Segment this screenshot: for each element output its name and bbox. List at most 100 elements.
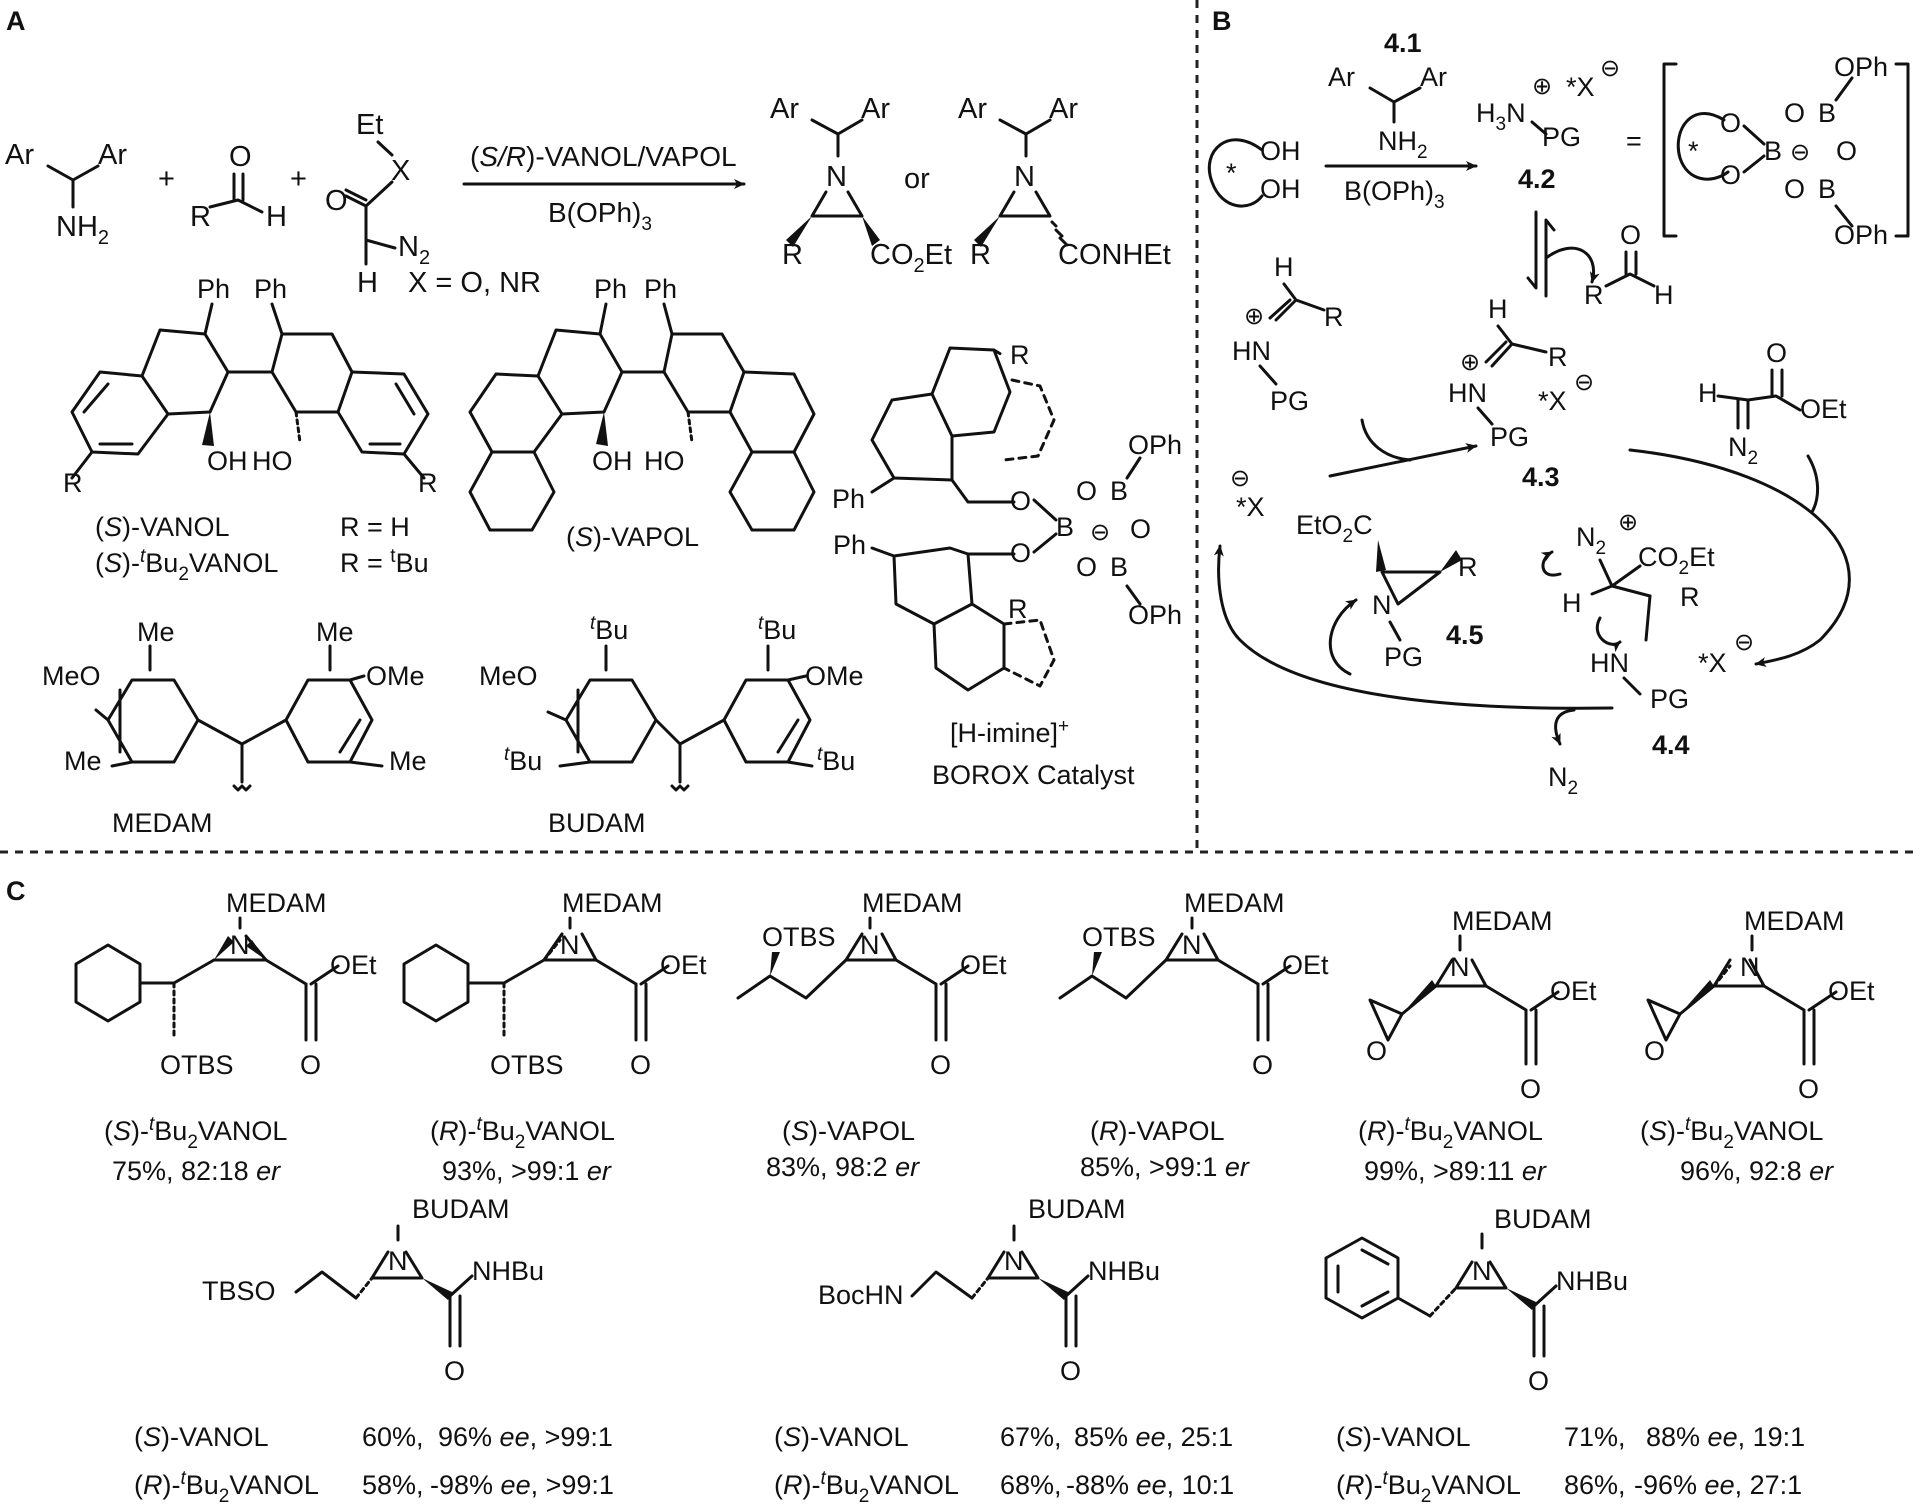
c6-oet: OEt [1828, 976, 1875, 1006]
c8-pg: BUDAM [1028, 1194, 1126, 1224]
borate-minus: ⊖ [1790, 139, 1810, 166]
arrow-conditions-bottom: B(OPh)3 [548, 197, 652, 235]
product-aziridine-amide: Ar Ar N R CONHEt [958, 93, 1171, 271]
panel-label-b: B [1212, 6, 1232, 36]
iminium-free-h: H [1274, 252, 1294, 282]
edz-n2: N2 [1728, 432, 1758, 469]
reagent-nh2: NH2 [1378, 126, 1428, 163]
product1-ar-2: Ar [861, 93, 890, 125]
arrow-diazo-join [1806, 454, 1819, 514]
c6-n: N [1740, 952, 1760, 982]
int-pg: PG [1650, 684, 1689, 714]
product2-amide: CONHEt [1058, 239, 1171, 271]
borox-o-5: O [1076, 552, 1097, 582]
c3-otbs: OTBS [762, 922, 836, 952]
product-aziridine-ester: Ar Ar N R CO2Et [770, 93, 952, 277]
iminium-ion-pair-4-3: H R ⊕ HN PG *X ⊖ 4.3 [1448, 294, 1594, 492]
free-anion: ⊖ *X [1230, 465, 1265, 522]
borox-o-2: O [1010, 538, 1031, 568]
borox-label: BOROX Catalyst [932, 760, 1135, 790]
borox-ph-1: Ph [832, 484, 865, 514]
borox-o-3: O [1076, 476, 1097, 506]
c5-catalyst: (R)-tBu2VANOL [1358, 1114, 1543, 1153]
c2-oet: OEt [660, 950, 707, 980]
panel-c: C MEDAM N OEt O OTBS (S)-tBu2VANOL 75%, … [6, 876, 1875, 1507]
salt-h3n: H3N [1476, 98, 1526, 135]
b-aldehyde-h: H [1654, 280, 1674, 310]
c8-substituent: BocHN [818, 1280, 904, 1310]
salt-minus: ⊖ [1600, 55, 1620, 82]
arrow-n2-release [1551, 708, 1576, 746]
c5-result: 99%, >89:11 er [1364, 1156, 1547, 1186]
int-h: H [1562, 588, 1582, 618]
c1-n: N [230, 930, 250, 960]
c4-oet: OEt [1282, 950, 1329, 980]
compound-c4: OTBS MEDAM N OEt O (R)-VAPOL 85%, >99:1 … [1058, 888, 1329, 1182]
diol-oh-2: OH [1260, 174, 1301, 204]
c8-nhbu: NHBu [1088, 1256, 1160, 1286]
c4-n: N [1182, 930, 1202, 960]
c9-nhbu: NHBu [1556, 1266, 1628, 1296]
product1-r: R [782, 239, 803, 271]
c2-o: O [630, 1050, 651, 1080]
c3-n: N [860, 930, 880, 960]
vapol-ph-1: Ph [594, 274, 627, 304]
medam-me-2: Me [316, 617, 354, 647]
borox-b-3: B [1110, 552, 1128, 582]
budam-meo: MeO [479, 661, 538, 691]
borate-o-1: O [1720, 108, 1741, 138]
compound-c2: MEDAM N OEt O OTBS (R)-tBu2VANOL 93%, >9… [402, 888, 707, 1186]
panel-b-aldehyde: O R H [1584, 220, 1674, 310]
c3-result: 83%, 98:2 er [766, 1152, 920, 1182]
diazo-et: Et [356, 109, 383, 141]
ion-pair-r: R [1548, 342, 1568, 372]
diazo-h: H [357, 267, 378, 299]
c7-nhbu: NHBu [472, 1256, 544, 1286]
c1-pg: MEDAM [226, 888, 327, 918]
c7-o: O [444, 1356, 465, 1386]
vanol-oh: OH [207, 446, 248, 476]
compound-c1: MEDAM N OEt O OTBS (S)-tBu2VANOL 75%, 82… [74, 888, 377, 1186]
budam-tbu-1: tBu [590, 613, 628, 645]
c6-o: O [1798, 1074, 1819, 1104]
int-plus: ⊕ [1618, 509, 1638, 536]
ion-pair-x: *X [1538, 386, 1567, 416]
int-ester: CO2Et [1638, 542, 1715, 579]
c4-catalyst: (R)-VAPOL [1090, 1116, 1225, 1146]
budam-structure: tBu tBu MeO OMe tBu tBu BUDAM [479, 613, 864, 838]
reactant-diarylmethylamine: Ar Ar NH2 [5, 139, 127, 249]
b-aldehyde-r: R [1584, 280, 1604, 310]
int-x: *X [1698, 648, 1727, 678]
diol-star: * [1226, 158, 1237, 188]
c3-pg: MEDAM [862, 888, 963, 918]
medam-meo: MeO [42, 661, 101, 691]
borate-b-3: B [1818, 174, 1836, 204]
medam-structure: Me Me MeO OMe Me Me MEDAM [42, 617, 427, 838]
int-n2: N2 [1576, 522, 1606, 559]
iminium-free-pg: PG [1270, 386, 1309, 416]
aldehyde-o: O [229, 141, 252, 173]
aziridine-r: R [1458, 552, 1478, 582]
product2-ar-1: Ar [958, 93, 987, 125]
plus-sign-1: + [158, 163, 175, 195]
int-label-4-4: 4.4 [1652, 730, 1690, 760]
reagent-ar-2: Ar [1420, 62, 1447, 92]
c9-n: N [1472, 1256, 1492, 1286]
ammonium-salt-4-2: ⊕ H3N PG *X ⊖ 4.2 [1476, 55, 1620, 194]
borate-star: * [1688, 136, 1699, 166]
amine-ar-1: Ar [5, 139, 34, 171]
equilibrium-arrows [1526, 210, 1600, 298]
c1-otbs: OTBS [160, 1050, 234, 1080]
c4-pg: MEDAM [1184, 888, 1285, 918]
salt-pg: PG [1542, 122, 1581, 152]
iminium-free: H R ⊕ HN PG [1232, 252, 1344, 416]
panel-label-a: A [6, 6, 26, 36]
borox-oph-2: OPh [1128, 600, 1182, 630]
budam-tbu-4: tBu [817, 744, 855, 776]
diol-oh-1: OH [1260, 136, 1301, 166]
vanol-ho: HO [252, 446, 293, 476]
